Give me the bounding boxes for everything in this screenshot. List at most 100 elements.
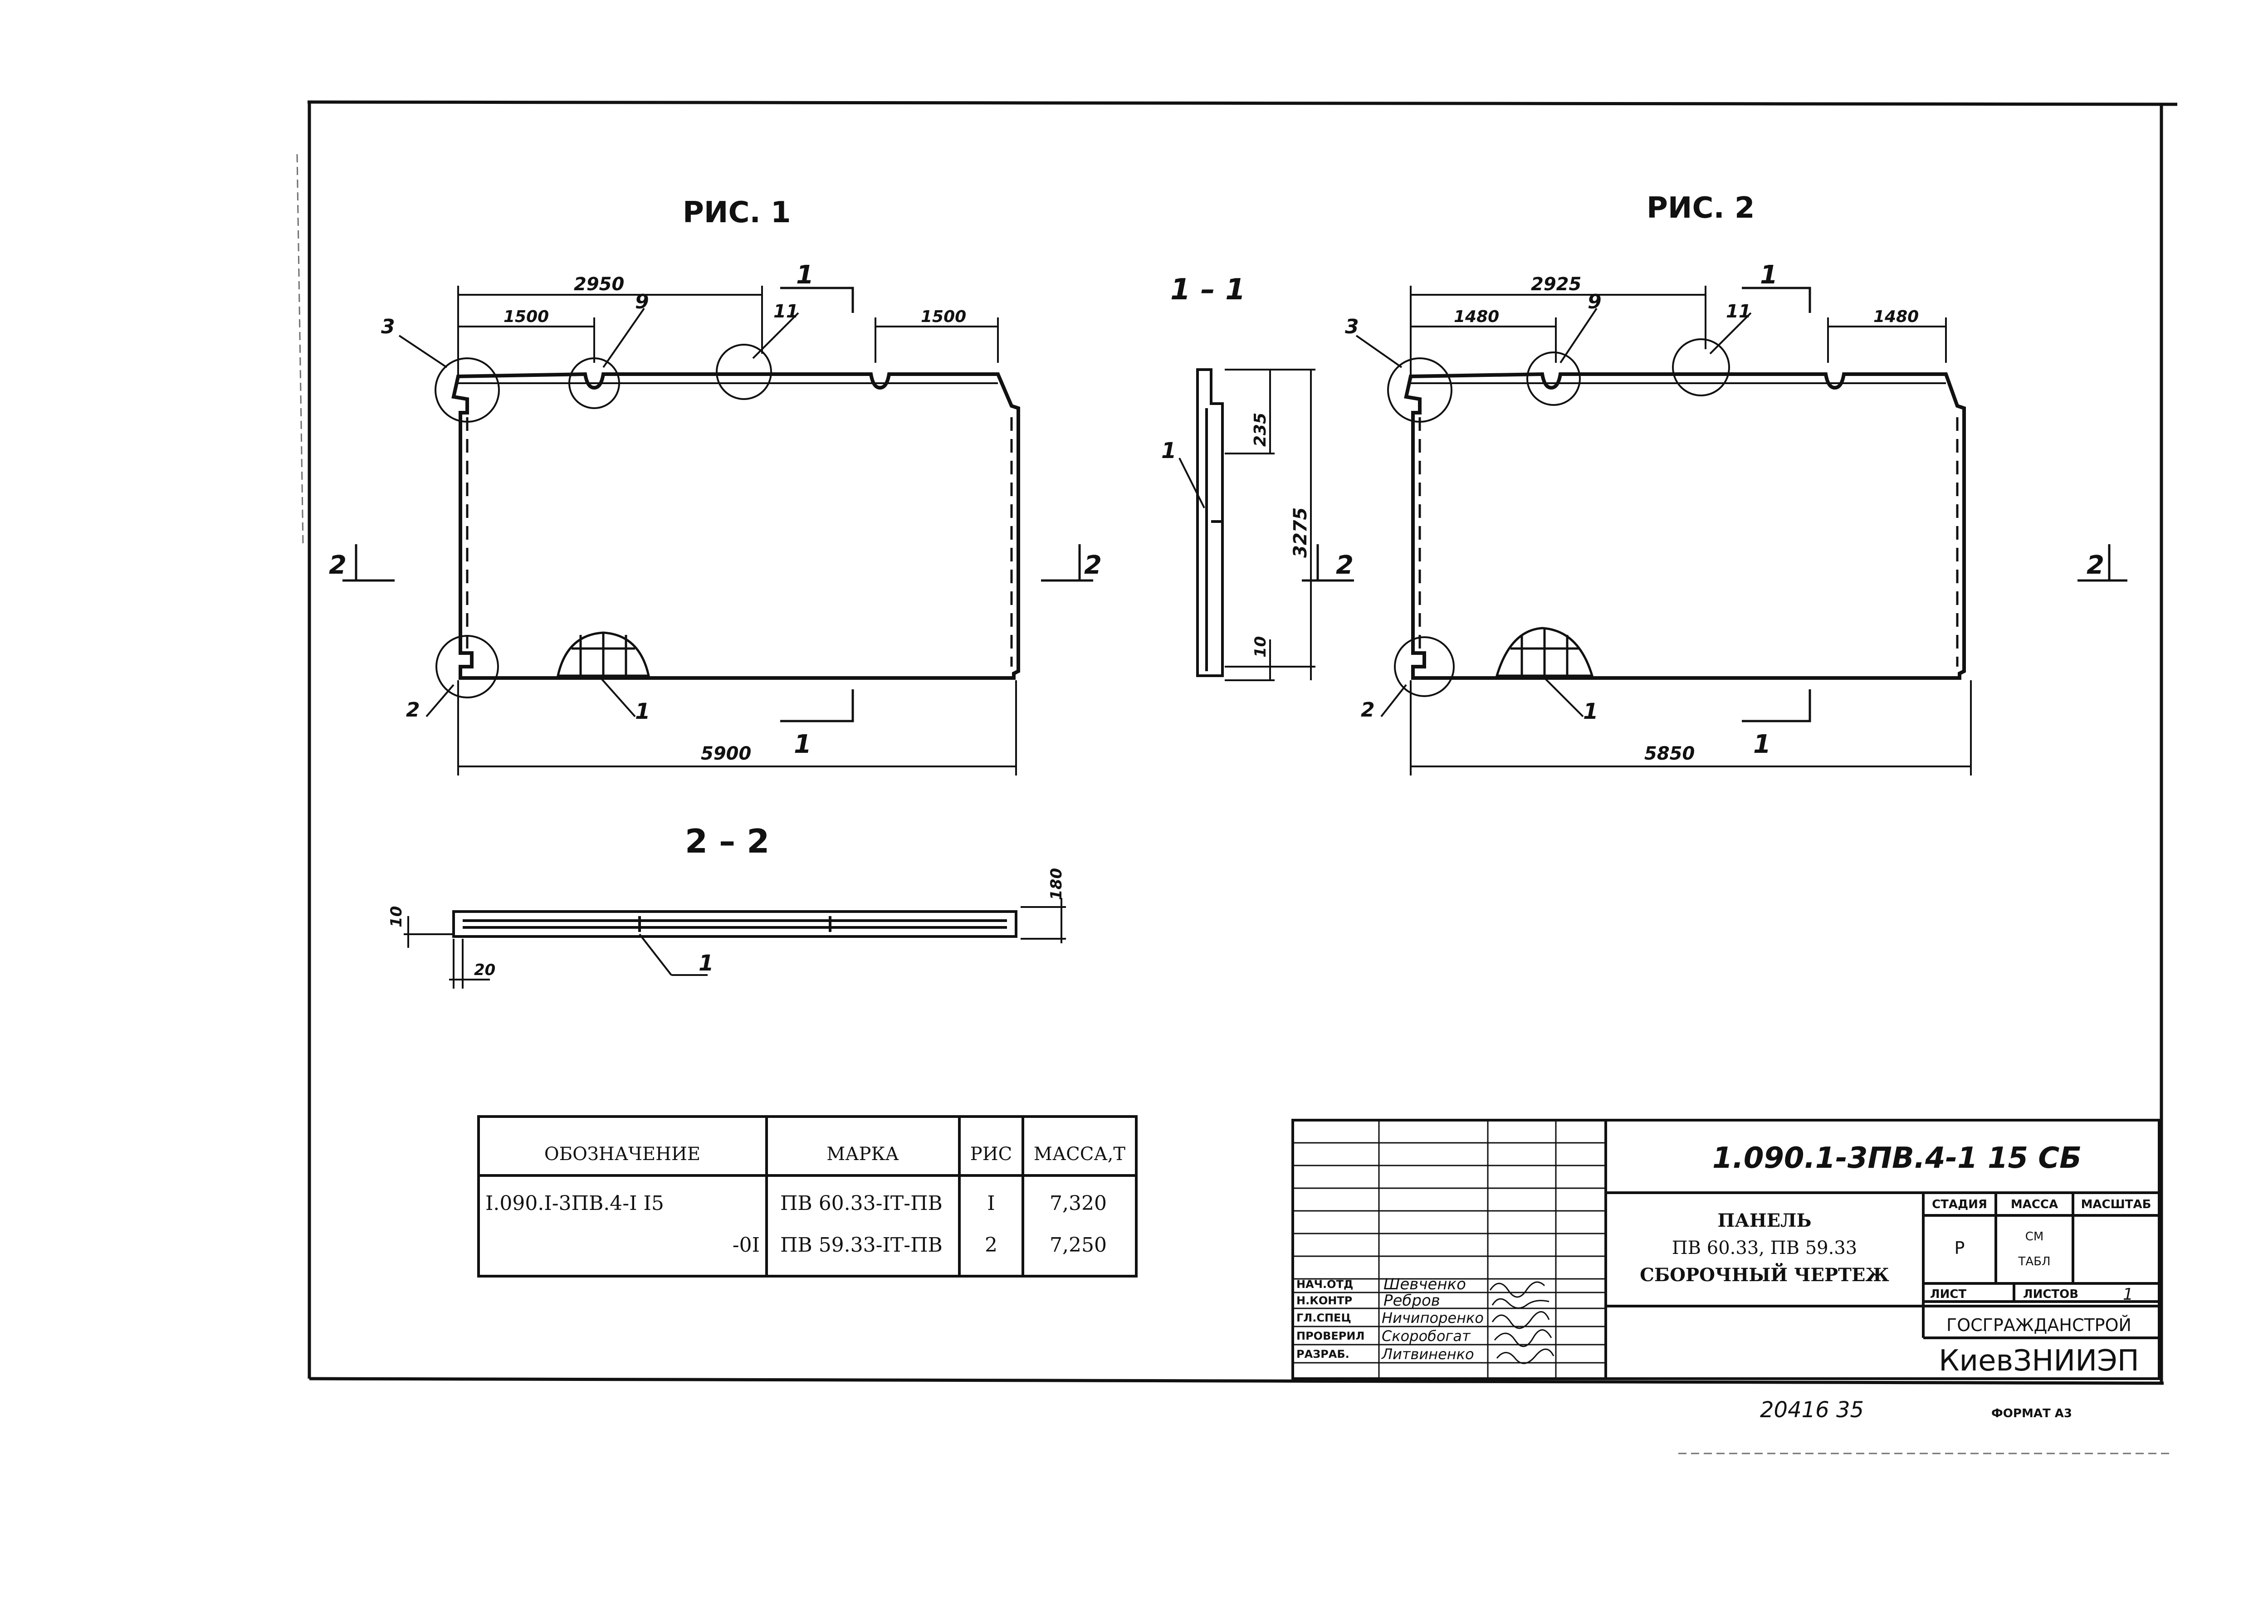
fig2-dimensions-top (1410, 286, 1947, 381)
stage-header: СТАДИЯ (1932, 1198, 1987, 1211)
spec-header-fig: РИС (970, 1144, 1012, 1165)
spec-header-mark: МАРКА (826, 1144, 899, 1165)
fig2-cut-1-top: 1 (1760, 260, 1778, 290)
doc-name-line2: ПВ 60.33, ПВ 59.33 (1672, 1238, 1857, 1258)
section-1-1-dimensions (1178, 369, 1315, 681)
section-1-1-callout: 1 (1161, 438, 1176, 463)
panel-2-outline (1404, 372, 1966, 680)
spec-header-designation: ОБОЗНАЧЕНИЕ (544, 1144, 700, 1165)
spec-r2-fig: 2 (985, 1234, 997, 1257)
fig2-dim-right: 1480 (1873, 307, 1919, 326)
fig1-dim-top: 2950 (574, 274, 624, 295)
section-2-2-dimensions (404, 898, 1066, 989)
detail-circle-9 (1526, 351, 1581, 406)
section-2-2-dim-180: 180 (1047, 868, 1066, 900)
spec-header-mass: МАССА,Т (1034, 1144, 1125, 1165)
org-line-1: ГОСГРАЖДАНСТРОЙ (1946, 1315, 2131, 1335)
figure-2: РИС. 2 2925 1480 1480 5850 (1302, 191, 2127, 775)
fig2-callout-9: 9 (1588, 290, 1602, 313)
archive-stamp: 20416 35 (1760, 1397, 1864, 1423)
section-2-2-profile (452, 910, 1017, 938)
doc-name-line1: ПАНЕЛЬ (1717, 1210, 1811, 1231)
mass-value-1: СМ (2025, 1230, 2044, 1244)
fig1-callout-2: 2 (406, 698, 420, 722)
fig1-dim-right: 1500 (921, 307, 966, 326)
figure-1: РИС. 1 2950 1500 1500 (329, 196, 1102, 775)
doc-code: 1.090.1-3ПВ.4-1 15 СБ (1712, 1141, 2082, 1175)
fig2-callout-11: 11 (1726, 301, 1751, 322)
panel-1-lifting-niche (556, 631, 650, 677)
fig2-dimension-bottom (1410, 680, 1972, 775)
sheet-frame (307, 100, 2178, 1385)
spec-r1-mass: 7,320 (1050, 1192, 1107, 1215)
fig1-cut-2-right: 2 (1084, 551, 1102, 580)
fig2-callout-2: 2 (1361, 698, 1375, 722)
fig1-cut-1-bottom: 1 (794, 730, 811, 759)
spec-r1-mark: ПВ 60.33-IТ-ПВ (780, 1192, 943, 1215)
sheets-value: 1 (2123, 1285, 2133, 1304)
section-1-1-dim-3275: 3275 (1290, 507, 1311, 558)
fig2-dim-top: 2925 (1531, 274, 1581, 295)
fig2-leaders (1355, 307, 1752, 717)
detail-circle-2 (435, 635, 499, 698)
fig1-cut-1-top: 1 (796, 260, 814, 290)
detail-circle-3 (1387, 357, 1452, 423)
name-1: Ребров (1383, 1292, 1440, 1310)
margin-marks (296, 154, 2173, 1454)
fig1-dimension-bottom (457, 680, 1017, 775)
fig2-cut-2-right: 2 (2087, 551, 2104, 580)
section-1-1-dim-235: 235 (1251, 413, 1270, 447)
role-4: РАЗРАБ. (1296, 1348, 1349, 1361)
detail-circle-11 (716, 344, 772, 400)
role-3: ПРОВЕРИЛ (1296, 1330, 1364, 1342)
role-1: Н.КОНТР (1296, 1294, 1352, 1307)
doc-name-line3: СБОРОЧНЫЙ ЧЕРТЕЖ (1640, 1263, 1889, 1286)
panel-1-outline (451, 372, 1020, 680)
fig1-callout-11: 11 (773, 301, 799, 322)
stage-value: Р (1955, 1238, 1965, 1258)
fig1-cut-markers (342, 287, 1093, 722)
fig1-dim-left: 1500 (503, 307, 549, 326)
scale-header: МАСШТАБ (2081, 1198, 2151, 1211)
signature-marks (1489, 1281, 1554, 1364)
name-4: Литвиненко (1381, 1346, 1474, 1363)
section-2-2: 2 – 2 10 180 20 1 (387, 822, 1066, 989)
figure-2-title: РИС. 2 (1647, 191, 1755, 225)
name-2: Ничипоренко (1382, 1309, 1484, 1327)
spec-table: ОБОЗНАЧЕНИЕ МАРКА РИС МАССА,Т I.090.I-3П… (477, 1115, 1138, 1278)
format-label: ФОРМАТ А3 (1991, 1407, 2072, 1420)
panel-2-lifting-niche (1495, 627, 1594, 677)
mass-header: МАССА (2011, 1198, 2058, 1211)
section-1-1: 1 – 1 235 3275 10 1 (1161, 273, 1315, 681)
sheet-label: ЛИСТ (1930, 1287, 1966, 1301)
section-2-2-dim-20: 20 (474, 961, 495, 979)
spec-r2-mark: ПВ 59.33-IТ-ПВ (780, 1234, 943, 1257)
org-line-2: КиевЗНИИЭП (1939, 1344, 2139, 1378)
name-3: Скоробогат (1382, 1327, 1471, 1345)
fig1-callout-9: 9 (635, 290, 649, 313)
spec-r2-designation: -0I (733, 1234, 760, 1257)
fig1-callout-1: 1 (635, 699, 650, 724)
sheets-label: ЛИСТОВ (2023, 1287, 2078, 1301)
title-block: НАЧ.ОТД Шевченко Н.КОНТР Ребров ГЛ.СПЕЦ … (1291, 1119, 2160, 1380)
mass-value-2: ТАБЛ (2018, 1255, 2050, 1268)
section-1-1-profile (1196, 368, 1224, 677)
section-1-1-dim-10: 10 (1251, 636, 1270, 658)
role-0: НАЧ.ОТД (1296, 1278, 1353, 1291)
spec-r1-designation: I.090.I-3ПВ.4-I I5 (485, 1192, 664, 1215)
role-2: ГЛ.СПЕЦ (1296, 1312, 1351, 1324)
fig1-cut-2-left: 2 (329, 551, 347, 580)
section-2-2-callout: 1 (699, 951, 714, 976)
fig1-leaders (398, 307, 799, 717)
spec-r2-mass: 7,250 (1050, 1234, 1107, 1257)
title-block-signatures: НАЧ.ОТД Шевченко Н.КОНТР Ребров ГЛ.СПЕЦ … (1296, 1275, 1554, 1364)
spec-r1-fig: I (987, 1192, 995, 1215)
fig2-cut-1-bottom: 1 (1753, 730, 1771, 759)
detail-circle-11 (1672, 338, 1730, 396)
section-1-1-title: 1 – 1 (1170, 273, 1246, 307)
fig1-dimensions-top (457, 286, 999, 381)
fig1-callout-3: 3 (381, 315, 395, 338)
figure-1-title: РИС. 1 (683, 196, 791, 229)
fig1-dim-bottom: 5900 (701, 743, 751, 764)
